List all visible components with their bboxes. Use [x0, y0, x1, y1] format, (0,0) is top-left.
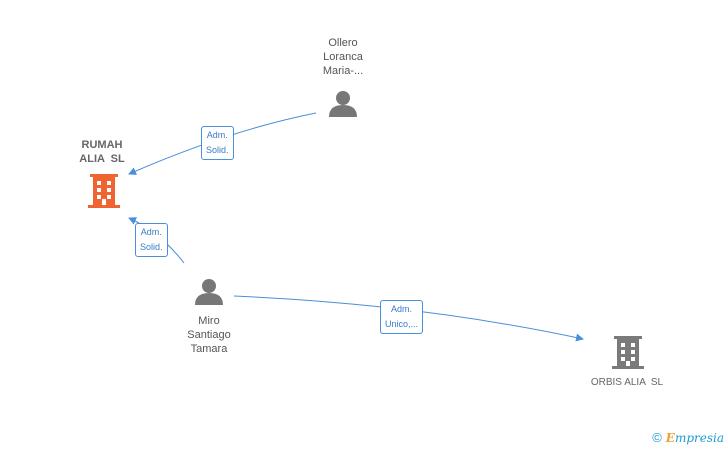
node-label-line: Santiago: [187, 329, 231, 341]
edge-label-line: Adm.: [391, 304, 413, 314]
edge-label-line: Adm.: [206, 130, 228, 140]
edge-label-line: Solid.: [140, 242, 163, 252]
edge-label-line: Solid.: [206, 145, 229, 155]
edge-label-line: Adm.: [140, 227, 162, 237]
node-label-line: RUMAH: [81, 139, 123, 151]
brand-name: mpresia: [674, 431, 724, 445]
building-icon[interactable]: [612, 336, 644, 369]
edge-label-line: Unico,...: [385, 319, 419, 329]
node-label-line: Tamara: [190, 343, 228, 355]
node-label-line: ALIA SL: [79, 153, 125, 165]
node-label-miro[interactable]: Miro Santiago Tamara: [169, 314, 249, 356]
edge-label-miro-rumah[interactable]: Adm. Solid.: [135, 223, 168, 257]
building-icon[interactable]: [88, 174, 120, 208]
node-label-line: Maria-...: [322, 65, 364, 77]
node-label-ollero[interactable]: Ollero Loranca Maria-...: [303, 36, 383, 78]
node-label-line: Miro: [198, 315, 220, 327]
brand-logo: ©Empresia: [652, 430, 724, 445]
node-label-line: Ollero: [328, 37, 358, 49]
brand-initial: E: [665, 431, 675, 445]
edge-label-miro-orbis[interactable]: Adm. Unico,...: [380, 300, 424, 334]
edge-label-ollero-rumah[interactable]: Adm. Solid.: [201, 126, 234, 160]
node-label-orbis[interactable]: ORBIS ALIA SL: [572, 376, 682, 390]
node-label-line: ORBIS ALIA SL: [590, 377, 664, 388]
copyright-symbol: ©: [652, 430, 662, 445]
node-label-rumah[interactable]: RUMAH ALIA SL: [62, 138, 142, 166]
person-icon[interactable]: [329, 91, 357, 117]
node-label-line: Loranca: [323, 51, 363, 63]
person-icon[interactable]: [195, 279, 223, 305]
